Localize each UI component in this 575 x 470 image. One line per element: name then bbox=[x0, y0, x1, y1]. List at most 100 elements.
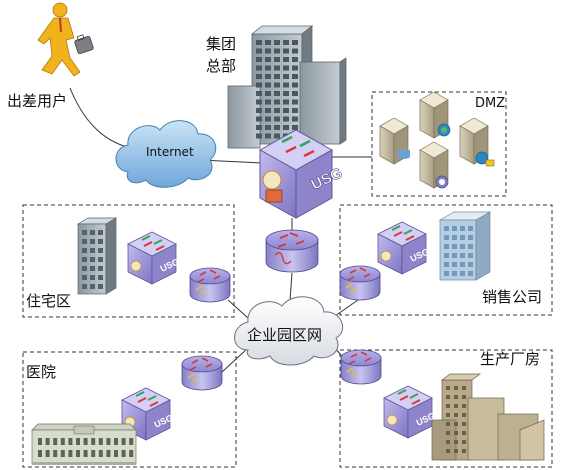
link-campus-residential bbox=[227, 299, 249, 319]
window bbox=[446, 440, 450, 444]
window bbox=[274, 57, 280, 62]
hq-label: 集团 总部 bbox=[206, 35, 237, 75]
window bbox=[98, 248, 103, 253]
window bbox=[256, 57, 262, 62]
window bbox=[265, 108, 271, 113]
window bbox=[256, 133, 262, 139]
window bbox=[452, 244, 457, 249]
window bbox=[462, 431, 466, 435]
window bbox=[256, 82, 262, 88]
window bbox=[256, 65, 262, 71]
factory-firewall-icon: USG bbox=[383, 385, 437, 439]
window bbox=[256, 99, 262, 105]
window bbox=[460, 235, 465, 240]
hospital-firewall-icon: USG bbox=[121, 387, 175, 441]
dmz-servers bbox=[379, 91, 495, 189]
area-boxes bbox=[22, 91, 553, 468]
window bbox=[452, 253, 457, 258]
window bbox=[452, 271, 457, 276]
window bbox=[265, 116, 271, 122]
window bbox=[90, 275, 95, 280]
window bbox=[82, 239, 87, 244]
window bbox=[446, 431, 450, 435]
campus-cloud bbox=[234, 296, 344, 366]
window bbox=[265, 57, 271, 62]
window bbox=[91, 450, 96, 457]
window bbox=[274, 74, 280, 79]
window bbox=[460, 271, 465, 276]
window bbox=[45, 438, 50, 445]
core-router-icon bbox=[265, 229, 319, 273]
window bbox=[256, 116, 262, 122]
window bbox=[460, 226, 465, 231]
window bbox=[444, 226, 449, 231]
window bbox=[98, 275, 103, 280]
window bbox=[468, 253, 473, 258]
window bbox=[82, 284, 87, 289]
window bbox=[274, 116, 280, 122]
server-icon bbox=[419, 91, 451, 139]
window bbox=[91, 438, 96, 445]
window bbox=[98, 257, 103, 262]
sales-building-icon bbox=[438, 211, 492, 281]
window bbox=[68, 450, 73, 457]
sales-firewall-icon: USG bbox=[377, 221, 431, 275]
window bbox=[292, 65, 298, 71]
window bbox=[76, 438, 80, 445]
window bbox=[283, 65, 289, 71]
campus-label: 企业园区网 bbox=[247, 326, 323, 344]
window bbox=[446, 449, 450, 453]
window bbox=[83, 450, 88, 457]
window bbox=[283, 48, 289, 54]
window bbox=[283, 91, 289, 96]
window bbox=[283, 116, 289, 122]
internet-cloud bbox=[115, 120, 217, 188]
hospital-building-icon bbox=[31, 423, 137, 465]
window bbox=[38, 438, 42, 445]
window bbox=[462, 413, 466, 417]
window bbox=[106, 438, 111, 445]
window bbox=[283, 125, 289, 130]
window bbox=[462, 422, 466, 426]
window bbox=[82, 230, 87, 235]
internet-label: Internet bbox=[146, 145, 194, 159]
window bbox=[446, 413, 450, 417]
residential-firewall-icon: USG bbox=[127, 231, 181, 285]
window bbox=[454, 449, 458, 453]
traveler-icon bbox=[37, 2, 94, 77]
sales-router-icon bbox=[339, 265, 381, 301]
window bbox=[60, 450, 65, 457]
window bbox=[283, 99, 289, 105]
residential-area-box bbox=[22, 204, 235, 318]
window bbox=[283, 74, 289, 79]
window bbox=[460, 253, 465, 258]
window bbox=[462, 449, 466, 453]
window bbox=[265, 48, 271, 54]
window bbox=[452, 262, 457, 267]
window bbox=[292, 99, 298, 105]
dmz-area-box bbox=[371, 91, 507, 197]
window bbox=[283, 108, 289, 113]
window bbox=[274, 40, 280, 45]
window bbox=[274, 99, 280, 105]
window bbox=[454, 431, 458, 435]
window bbox=[292, 125, 298, 130]
window bbox=[121, 450, 126, 457]
window bbox=[462, 386, 466, 390]
window bbox=[446, 395, 450, 399]
window bbox=[292, 74, 298, 79]
window bbox=[462, 440, 466, 444]
factory-area-box bbox=[339, 349, 553, 468]
window bbox=[90, 284, 95, 289]
window bbox=[462, 395, 466, 399]
residential-building-icon bbox=[76, 217, 118, 295]
traveler-label: 出差用户 bbox=[7, 92, 68, 110]
window bbox=[283, 82, 289, 88]
window bbox=[76, 450, 80, 457]
window bbox=[444, 271, 449, 276]
window bbox=[274, 82, 280, 88]
window bbox=[265, 65, 271, 71]
window bbox=[265, 99, 271, 105]
window bbox=[256, 48, 262, 54]
